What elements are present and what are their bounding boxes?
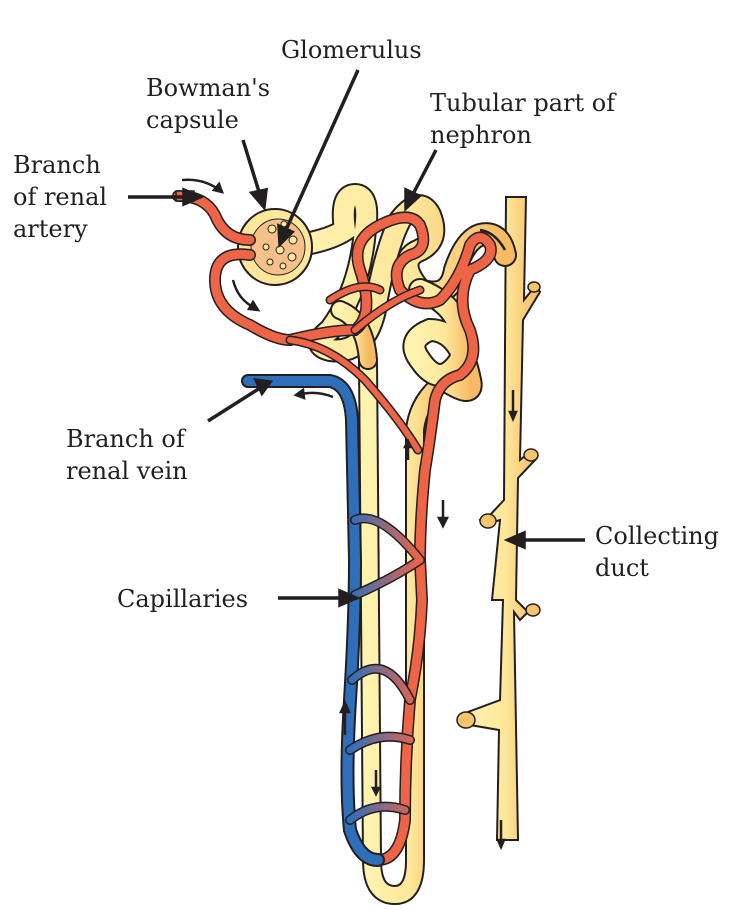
label-collecting-duct: Collecting duct bbox=[595, 520, 719, 584]
label-renal-artery: Branch of renal artery bbox=[13, 149, 107, 245]
label-line: artery bbox=[13, 215, 88, 243]
label-line: Bowman's bbox=[146, 74, 271, 102]
label-tubular-part: Tubular part of nephron bbox=[430, 87, 615, 151]
label-renal-vein: Branch of renal vein bbox=[66, 423, 188, 487]
pointer-tubular-part bbox=[410, 149, 438, 197]
label-bowmans-capsule: Bowman's capsule bbox=[146, 72, 270, 136]
collecting-duct bbox=[456, 196, 542, 841]
label-glomerulus: Glomerulus bbox=[281, 34, 422, 66]
label-line: of renal bbox=[13, 183, 108, 211]
bowmans-capsule bbox=[237, 208, 313, 286]
pointer-bowmans-capsule bbox=[241, 139, 262, 196]
pointer-glomerulus bbox=[283, 69, 360, 233]
glomerulus bbox=[262, 220, 298, 270]
loop-of-henle bbox=[358, 350, 455, 906]
label-line: Capillaries bbox=[117, 585, 249, 613]
label-line: Branch bbox=[13, 151, 101, 179]
venous-network bbox=[241, 374, 425, 867]
label-line: nephron bbox=[430, 121, 532, 149]
label-capillaries: Capillaries bbox=[117, 583, 248, 615]
pointer-renal-vein bbox=[207, 386, 261, 423]
label-line: renal vein bbox=[66, 457, 188, 485]
label-pointers bbox=[128, 69, 585, 608]
label-line: Collecting bbox=[595, 522, 719, 550]
label-line: Glomerulus bbox=[281, 36, 422, 64]
flow-arrows bbox=[181, 178, 518, 851]
label-line: Tubular part of bbox=[430, 89, 616, 117]
label-line: duct bbox=[595, 554, 649, 582]
label-line: Branch of bbox=[66, 425, 185, 453]
label-line: capsule bbox=[146, 106, 239, 134]
